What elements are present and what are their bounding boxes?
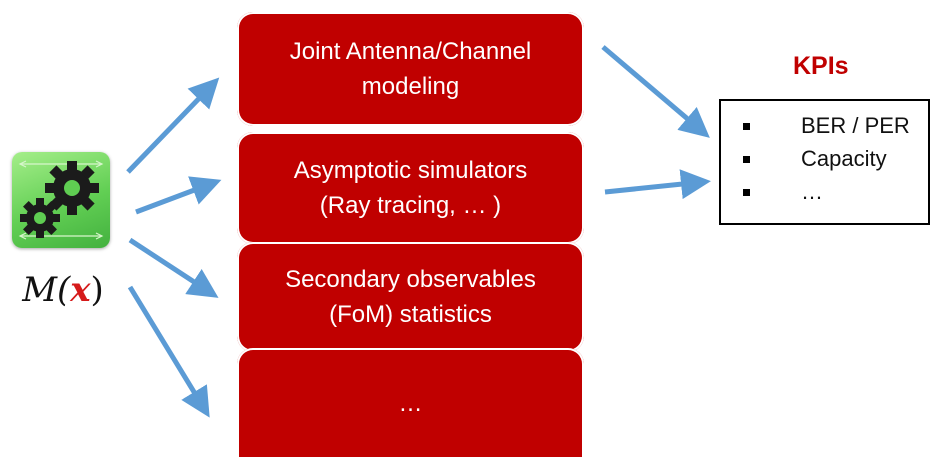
block-asymptotic-simulators: Asymptotic simulators (Ray tracing, … ) xyxy=(237,132,584,244)
block-more: … xyxy=(237,348,584,459)
model-label-variable: x xyxy=(70,270,91,310)
kpi-text: Capacity xyxy=(801,146,887,171)
block-label: Secondary observables (FoM) statistics xyxy=(285,266,536,328)
arrow-joint-to-kpis xyxy=(601,45,710,138)
block-label: Asymptotic simulators (Ray tracing, … ) xyxy=(293,157,528,219)
kpi-item: Capacity xyxy=(721,146,928,179)
kpis-title: KPIs xyxy=(793,52,849,80)
model-label: M(x) xyxy=(8,270,118,310)
kpi-item: … xyxy=(721,179,928,212)
block-label: … xyxy=(398,390,423,417)
bullet-icon xyxy=(743,189,750,196)
kpi-text: BER / PER xyxy=(801,113,910,138)
arrow-asymptotic-to-kpis xyxy=(604,169,711,200)
kpis-list: BER / PER Capacity … xyxy=(721,113,928,212)
arrow-model-to-more xyxy=(127,285,210,418)
kpis-box: BER / PER Capacity … xyxy=(719,99,930,225)
block-label: Joint Antenna/Channel modeling xyxy=(289,38,532,100)
kpi-text: … xyxy=(801,179,823,204)
arrow-model-to-secondary xyxy=(128,237,219,298)
gears-icon xyxy=(18,160,104,240)
block-secondary-observables: Secondary observables (FoM) statistics xyxy=(237,242,584,352)
model-label-prefix: M( xyxy=(22,270,71,310)
block-joint-modeling: Joint Antenna/Channel modeling xyxy=(237,12,584,126)
bullet-icon xyxy=(743,123,750,130)
kpi-item: BER / PER xyxy=(721,113,928,146)
arrow-model-to-asymptotic xyxy=(135,176,222,215)
model-label-suffix: ) xyxy=(90,270,104,310)
arrow-model-to-joint-modeling xyxy=(126,77,220,174)
model-gears-icon xyxy=(12,152,110,248)
bullet-icon xyxy=(743,156,750,163)
